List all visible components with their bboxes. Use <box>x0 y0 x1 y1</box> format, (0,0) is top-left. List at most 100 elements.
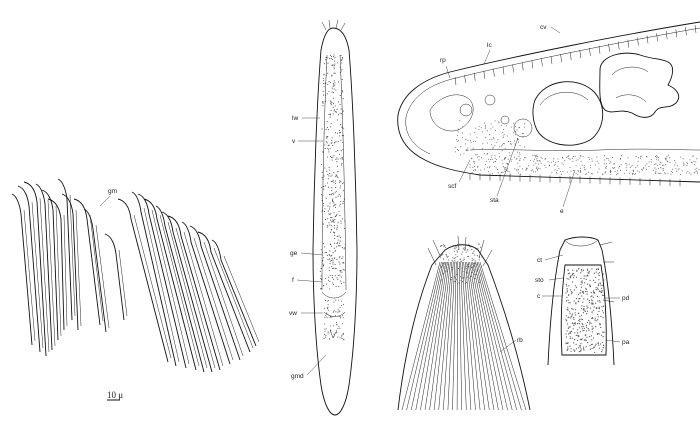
stipple-dot <box>342 141 344 143</box>
stipple-dot <box>587 274 589 276</box>
stipple-dot <box>581 305 583 307</box>
stipple-dot <box>597 313 599 315</box>
leader-lc <box>483 49 491 65</box>
stipple-dot <box>339 195 342 197</box>
stipple-dot <box>572 156 574 157</box>
stipple-dot <box>332 201 334 203</box>
stipple-dot <box>566 349 568 351</box>
stipple-dot <box>593 279 595 281</box>
stipple-dot <box>331 190 333 192</box>
stipple-dot <box>583 329 585 331</box>
stipple-dot <box>491 158 493 160</box>
stipple-dot <box>536 154 538 156</box>
stipple-dot <box>478 256 480 258</box>
stipple-dot <box>342 135 345 137</box>
stipple-dot <box>696 172 698 174</box>
stipple-dot <box>323 285 325 287</box>
stipple-dot <box>327 57 329 59</box>
stipple-dot <box>343 127 345 129</box>
stipple-dot <box>333 66 335 68</box>
stipple-dot <box>457 149 459 151</box>
stipple-dot <box>337 308 339 310</box>
stipple-dot <box>492 126 494 128</box>
stipple-dot <box>610 161 612 163</box>
stipple-dot <box>320 249 322 251</box>
stipple-dot <box>553 158 555 160</box>
stipple-dot <box>664 158 666 160</box>
stipple-dot <box>642 168 644 169</box>
stipple-dot <box>513 156 515 158</box>
stipple-dot <box>340 336 342 338</box>
stipple-dot <box>567 333 570 335</box>
stipple-dot <box>523 146 525 148</box>
stipple-dot <box>567 299 569 301</box>
stipple-dot <box>602 284 604 287</box>
seta-stroke-inner <box>75 209 82 327</box>
stipple-dot <box>581 326 583 328</box>
stipple-dot <box>582 324 584 326</box>
stipple-dot <box>452 269 454 271</box>
stipple-dot <box>333 172 335 174</box>
stipple-dot <box>469 266 471 268</box>
stipple-dot <box>333 221 335 223</box>
stipple-dot <box>521 132 523 134</box>
stipple-dot <box>329 317 331 319</box>
stipple-dot <box>664 172 666 174</box>
stipple-dot <box>581 328 583 330</box>
stipple-dot <box>462 132 463 134</box>
stipple-dot <box>486 166 488 168</box>
stipple-dot <box>322 90 324 92</box>
stipple-dot <box>328 166 330 169</box>
stipple-dot <box>656 154 658 156</box>
stipple-dot <box>336 165 338 167</box>
stipple-dot <box>601 349 603 351</box>
stipple-dot <box>460 260 462 262</box>
stipple-dot <box>340 108 342 110</box>
stipple-dot <box>568 285 570 287</box>
stipple-dot <box>341 62 343 64</box>
stipple-dot <box>586 313 588 315</box>
stipple-dot <box>597 343 599 345</box>
stipple-dot <box>340 283 342 285</box>
stipple-dot <box>600 343 602 345</box>
stipple-dot <box>335 299 337 301</box>
seta-stroke <box>104 233 125 321</box>
stipple-dot <box>327 174 329 176</box>
stipple-dot <box>454 280 456 282</box>
stipple-dot <box>578 318 581 320</box>
stipple-dot <box>475 273 477 275</box>
stipple-dot <box>698 168 700 170</box>
stipple-dot <box>584 339 586 341</box>
stipple-dot <box>476 166 478 168</box>
stipple-dot <box>492 137 494 139</box>
stipple-dot <box>598 310 600 312</box>
stipple-dot <box>326 254 328 256</box>
stipple-dot <box>343 281 345 283</box>
stipple-dot <box>333 336 335 337</box>
stipple-dot <box>336 157 338 159</box>
stipple-dot <box>341 112 343 115</box>
stipple-dot <box>562 156 563 158</box>
stipple-dot <box>323 86 325 88</box>
stipple-dot <box>585 287 587 289</box>
stipple-dot <box>339 66 341 68</box>
stipple-dot <box>581 308 583 310</box>
stipple-dot <box>643 167 645 169</box>
stipple-dot <box>488 158 490 160</box>
stipple-dot <box>568 278 570 280</box>
seta-stroke <box>211 239 257 347</box>
stipple-dot <box>595 343 597 345</box>
stipple-dot <box>490 159 491 160</box>
stipple-dot <box>595 326 597 328</box>
stipple-dot <box>486 142 488 144</box>
stipple-dot <box>474 271 476 273</box>
stipple-dot <box>324 185 326 187</box>
stipple-dot <box>473 169 474 171</box>
stipple-dot <box>319 270 321 272</box>
stipple-dot <box>553 164 555 166</box>
stipple-dot <box>328 270 330 272</box>
stipple-dot <box>579 167 581 169</box>
cuticle-tick <box>598 45 601 54</box>
anterior-cuticle-line <box>405 27 700 155</box>
stipple-dot <box>522 135 524 137</box>
